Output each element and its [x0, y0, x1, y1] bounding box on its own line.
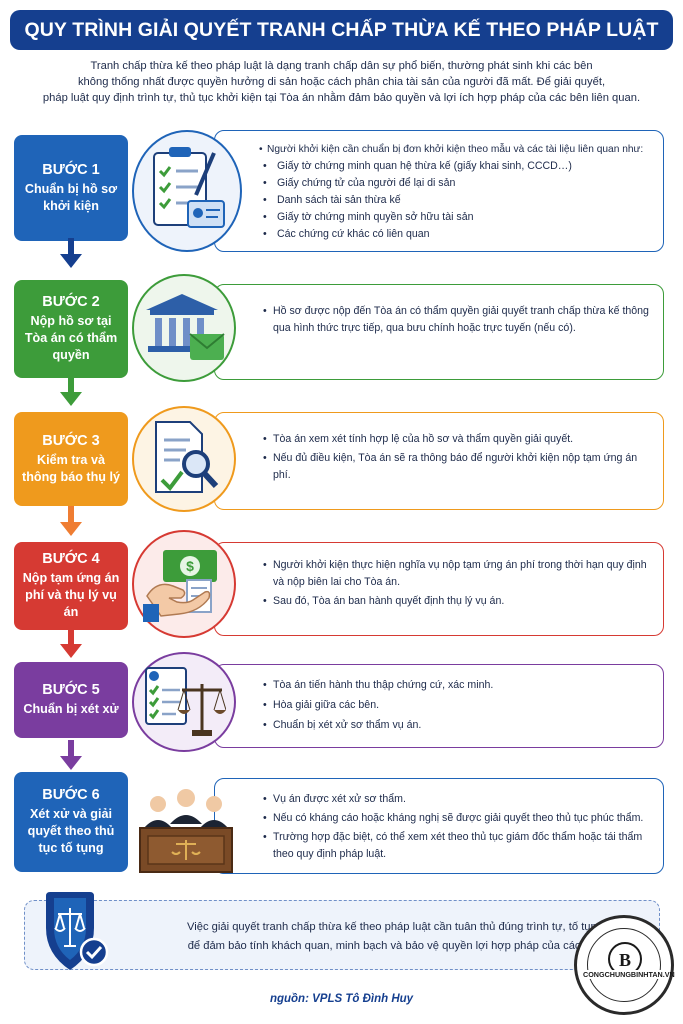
step-number: BƯỚC 3: [42, 432, 100, 449]
step-label: Xét xử và giải quyết theo thủ tục tố tụn…: [27, 807, 115, 855]
list-item: Người khởi kiện thực hiện nghĩa vụ nộp t…: [263, 557, 651, 591]
money-hand-icon: $: [132, 530, 236, 638]
intro-line: pháp luật quy định trình tự, thủ tục khở…: [42, 92, 641, 104]
list-item: Tòa án tiến hành thu thập chứng cứ, xác …: [263, 677, 651, 694]
step-number: BƯỚC 6: [42, 787, 100, 803]
arrow-down-icon: [60, 628, 82, 658]
step-badge: BƯỚC 3 Kiểm tra và thông báo thụ lý: [14, 412, 128, 506]
svg-text:$: $: [186, 558, 194, 574]
step-card: Người khởi kiện thực hiện nghĩa vụ nộp t…: [214, 542, 664, 636]
judges-icon: [136, 784, 236, 874]
step-card: Người khởi kiện cần chuẩn bị đơn khởi ki…: [214, 130, 664, 252]
list-item: Nếu đủ điều kiện, Tòa án sẽ ra thông báo…: [263, 450, 651, 484]
arrow-down-icon: [60, 506, 82, 536]
list-item: Danh sách tài sản thừa kế: [263, 192, 651, 209]
intro-line: không thống nhất được quyền hưởng di sản…: [77, 76, 606, 88]
arrow-down-icon: [60, 376, 82, 406]
list-item: Chuẩn bị xét xử sơ thẩm vụ án.: [263, 717, 651, 734]
intro-line: Tranh chấp thừa kế theo pháp luật là dạn…: [90, 60, 593, 72]
stamp-website: CONGCHUNGBINHTAN.VN: [583, 970, 675, 979]
footer-line: để đảm bảo tính khách quan, minh bạch và…: [187, 940, 603, 952]
step-label: Kiểm tra và thông báo thụ lý: [22, 452, 120, 484]
footer-line: Việc giải quyết tranh chấp thừa kế theo …: [187, 921, 603, 933]
step-card: Hồ sơ được nộp đến Tòa án có thẩm quyền …: [214, 284, 664, 380]
step-number: BƯỚC 5: [42, 682, 100, 698]
arrow-down-icon: [60, 238, 82, 268]
notary-stamp-logo: B CONGCHUNGBINHTAN.VN: [574, 915, 675, 1015]
list-item: Hòa giải giữa các bên.: [263, 697, 651, 714]
document-search-icon: [132, 406, 236, 512]
step-5: BƯỚC 5 Chuẩn bị xét xử Tòa án tiến hành …: [14, 652, 664, 752]
clipboard-icon: [132, 130, 242, 252]
step-label: Nộp hồ sơ tại Tòa án có thẩm quyền: [24, 314, 118, 362]
step-number: BƯỚC 4: [42, 551, 100, 567]
list-item: Giấy tờ chứng minh quan hệ thừa kế (giấy…: [263, 158, 651, 175]
list-item: Nếu có kháng cáo hoặc kháng nghị sẽ được…: [263, 810, 651, 827]
list-item: Hồ sơ được nộp đến Tòa án có thẩm quyền …: [263, 303, 651, 337]
arrow-down-icon: [60, 740, 82, 770]
step-badge: BƯỚC 2 Nộp hồ sơ tại Tòa án có thẩm quyề…: [14, 280, 128, 378]
title-banner: QUY TRÌNH GIẢI QUYẾT TRANH CHẤP THỪA KẾ …: [10, 10, 673, 50]
list-item: Giấy chứng tử của người để lại di sản: [263, 175, 651, 192]
step-label: Chuẩn bị xét xử: [23, 702, 119, 716]
step-number: BƯỚC 2: [42, 294, 100, 310]
step-card: Tòa án tiến hành thu thập chứng cứ, xác …: [214, 664, 664, 748]
step-card: Tòa án xem xét tính hợp lệ của hồ sơ và …: [214, 412, 664, 510]
source-credit: nguồn: VPLS Tô Đình Huy: [269, 993, 414, 1005]
list-item: Vụ án được xét xử sơ thẩm.: [263, 791, 651, 808]
list-item: Sau đó, Tòa án ban hành quyết định thụ l…: [263, 593, 651, 610]
step-3: BƯỚC 3 Kiểm tra và thông báo thụ lý Tòa …: [14, 406, 664, 512]
page-title: QUY TRÌNH GIẢI QUYẾT TRANH CHẤP THỪA KẾ …: [24, 18, 659, 41]
footer-text: Việc giải quyết tranh chấp thừa kế theo …: [155, 918, 635, 956]
stamp-inner-ring: B: [587, 928, 661, 1002]
step-card: Vụ án được xét xử sơ thẩm. Nếu có kháng …: [214, 778, 664, 874]
footer-note: Việc giải quyết tranh chấp thừa kế theo …: [24, 900, 660, 970]
step-badge: BƯỚC 5 Chuẩn bị xét xử: [14, 662, 128, 738]
list-item: Các chứng cứ khác có liên quan: [263, 226, 651, 243]
step-badge: BƯỚC 1 Chuẩn bị hồ sơ khởi kiện: [14, 135, 128, 241]
stamp-emblem-icon: B: [608, 942, 642, 976]
step-label: Chuẩn bị hồ sơ khởi kiện: [24, 181, 118, 213]
list-item: Tòa án xem xét tính hợp lệ của hồ sơ và …: [263, 431, 651, 448]
step-6: BƯỚC 6 Xét xử và giải quyết theo thủ tục…: [14, 772, 664, 876]
courthouse-icon: [132, 274, 236, 382]
step-1: BƯỚC 1 Chuẩn bị hồ sơ khởi kiện Người kh…: [14, 130, 664, 252]
step-label: Nộp tạm ứng án phí và thụ lý vụ án: [22, 571, 120, 619]
intro-paragraph: Tranh chấp thừa kế theo pháp luật là dạn…: [14, 58, 669, 106]
step-4: BƯỚC 4 Nộp tạm ứng án phí và thụ lý vụ á…: [14, 530, 664, 638]
list-item: Trường hợp đặc biệt, có thể xem xét theo…: [263, 829, 651, 863]
step-number: BƯỚC 1: [42, 161, 100, 178]
list-item: Giấy tờ chứng minh quyền sở hữu tài sản: [263, 209, 651, 226]
shield-scales-icon: [46, 892, 109, 970]
step-2: BƯỚC 2 Nộp hồ sơ tại Tòa án có thẩm quyề…: [14, 274, 664, 382]
step-badge: BƯỚC 4 Nộp tạm ứng án phí và thụ lý vụ á…: [14, 542, 128, 630]
svg-text:B: B: [619, 950, 631, 970]
step-lead: Người khởi kiện cần chuẩn bị đơn khởi ki…: [259, 141, 651, 158]
scales-icon: [132, 652, 236, 752]
step-badge: BƯỚC 6 Xét xử và giải quyết theo thủ tục…: [14, 772, 128, 872]
